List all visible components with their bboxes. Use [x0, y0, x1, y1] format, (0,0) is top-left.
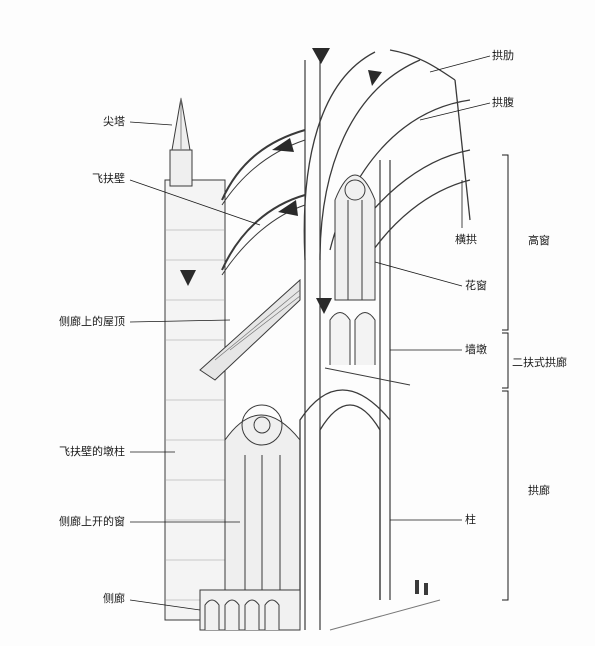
arrow-icon [312, 48, 330, 64]
buttress-pier [164, 179, 226, 621]
triforium [324, 312, 411, 386]
label-web: 拱腹 [492, 96, 514, 109]
arrow-icon [180, 270, 196, 286]
vault-ribs [303, 49, 471, 271]
aisle-roof [199, 278, 301, 381]
label-wall-shaft: 墙墩 [465, 343, 487, 356]
clerestory-window [334, 174, 376, 301]
aisle-window [224, 404, 301, 591]
floor-line [329, 599, 441, 631]
label-aisle-window: 侧廊上开的窗 [59, 515, 125, 528]
brackets [502, 154, 509, 601]
label-column: 柱 [465, 513, 476, 526]
label-tracery: 花窗 [465, 279, 487, 292]
thrust-arrows [180, 48, 382, 314]
arrow-icon [272, 138, 294, 152]
leader-lines [129, 55, 491, 611]
label-buttress-pier: 飞扶壁的墩柱 [59, 445, 125, 458]
label-transverse-arch: 横拱 [455, 233, 477, 246]
arrow-icon [368, 70, 382, 86]
label-clerestory: 高窗 [528, 234, 550, 247]
label-arcade: 拱廊 [528, 484, 550, 497]
aisle-base [199, 589, 301, 631]
label-aisle-roof: 侧廊上的屋顶 [59, 315, 125, 328]
main-arcade [299, 389, 391, 610]
label-flying-buttress: 飞扶壁 [92, 172, 125, 185]
figures [415, 580, 428, 595]
label-rib: 拱肋 [492, 49, 514, 62]
label-triforium: 二扶式拱廊 [512, 356, 567, 369]
arrow-icon [316, 298, 332, 314]
spire [169, 97, 193, 187]
arrow-icon [278, 200, 298, 216]
label-spire: 尖塔 [103, 115, 125, 128]
label-aisle: 侧廊 [103, 592, 125, 605]
